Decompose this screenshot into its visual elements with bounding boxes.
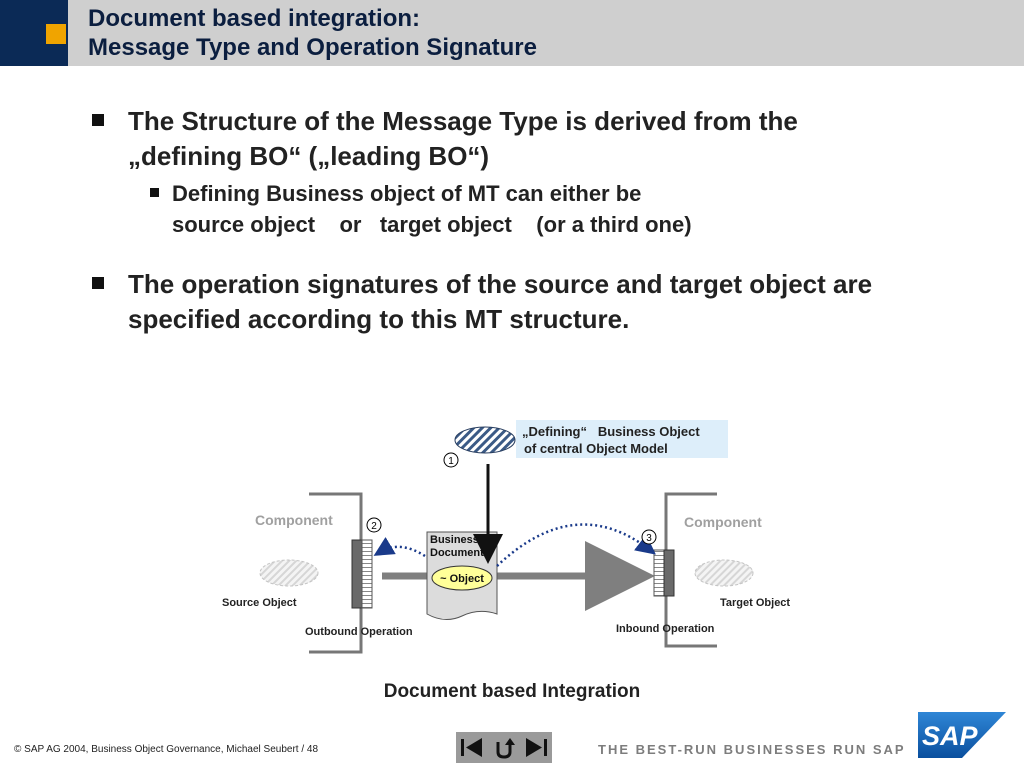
source-object-ellipse (259, 559, 319, 587)
prev-icon[interactable] (456, 732, 488, 763)
title-line-1: Document based integration: (88, 5, 421, 32)
inbound-operation-label: Inbound Operation (616, 623, 715, 635)
component-left-label: Component (255, 512, 333, 528)
sap-logo: SAP (918, 712, 1006, 758)
bullet-square-icon (92, 114, 104, 126)
marker-3-label: 3 (646, 533, 652, 544)
bullet-3-text: The operation signatures of the source a… (128, 269, 873, 334)
bullet-square-icon (92, 277, 104, 289)
inbound-interface-ticks (653, 549, 665, 597)
object-label: ~ Object (440, 573, 484, 585)
dotted-arc-left (373, 536, 426, 558)
marker-2 (366, 517, 382, 533)
outbound-interface-ticks (361, 539, 373, 609)
defining-bo-line-1: „Defining“ Business Object (522, 424, 700, 439)
outbound-interface-bar (351, 539, 363, 609)
title-line-2: Message Type and Operation Signature (88, 34, 537, 61)
defining-bo-line-2: of central Object Model (524, 441, 668, 456)
diagram-caption: Document based Integration (383, 681, 641, 702)
marker-1-label: 1 (448, 456, 454, 467)
target-object-label: Target Object (720, 597, 790, 609)
marker-2-label: 2 (371, 521, 377, 532)
header-accent-square (46, 24, 66, 44)
bullet-1-text: The Structure of the Message Type is der… (128, 106, 798, 171)
business-document-line-1: Business (430, 534, 479, 546)
integration-diagram: „Defining“ Business Object of central Ob… (222, 420, 790, 654)
object-ellipse (431, 565, 493, 591)
defining-bo-label-box (516, 420, 728, 458)
slide-navigation (456, 732, 552, 763)
sap-logo-text: SAP (922, 721, 979, 751)
header-bar: Document based integration: Message Type… (0, 0, 1024, 66)
outbound-operation-label: Outbound Operation (305, 626, 413, 638)
business-document-line-2: Document (430, 547, 484, 559)
marker-3 (641, 529, 657, 545)
component-right-label: Component (684, 514, 762, 530)
bullet-2-text: Defining Business object of MT can eithe… (172, 181, 692, 237)
dotted-arc-right (496, 523, 656, 567)
page-title: Document based integration: Message Type… (88, 4, 537, 62)
target-object-ellipse (694, 559, 754, 587)
marker-1 (443, 452, 459, 468)
next-icon[interactable] (520, 732, 552, 763)
inbound-interface-bar (663, 549, 675, 597)
bullet-square-icon (150, 188, 159, 197)
source-object-label: Source Object (222, 597, 297, 609)
footer-slogan: THE BEST-RUN BUSINESSES RUN SAP (598, 742, 906, 757)
footer-copyright: © SAP AG 2004, Business Object Governanc… (14, 744, 319, 755)
defining-bo-ellipse (454, 426, 516, 454)
return-icon[interactable] (488, 732, 520, 763)
